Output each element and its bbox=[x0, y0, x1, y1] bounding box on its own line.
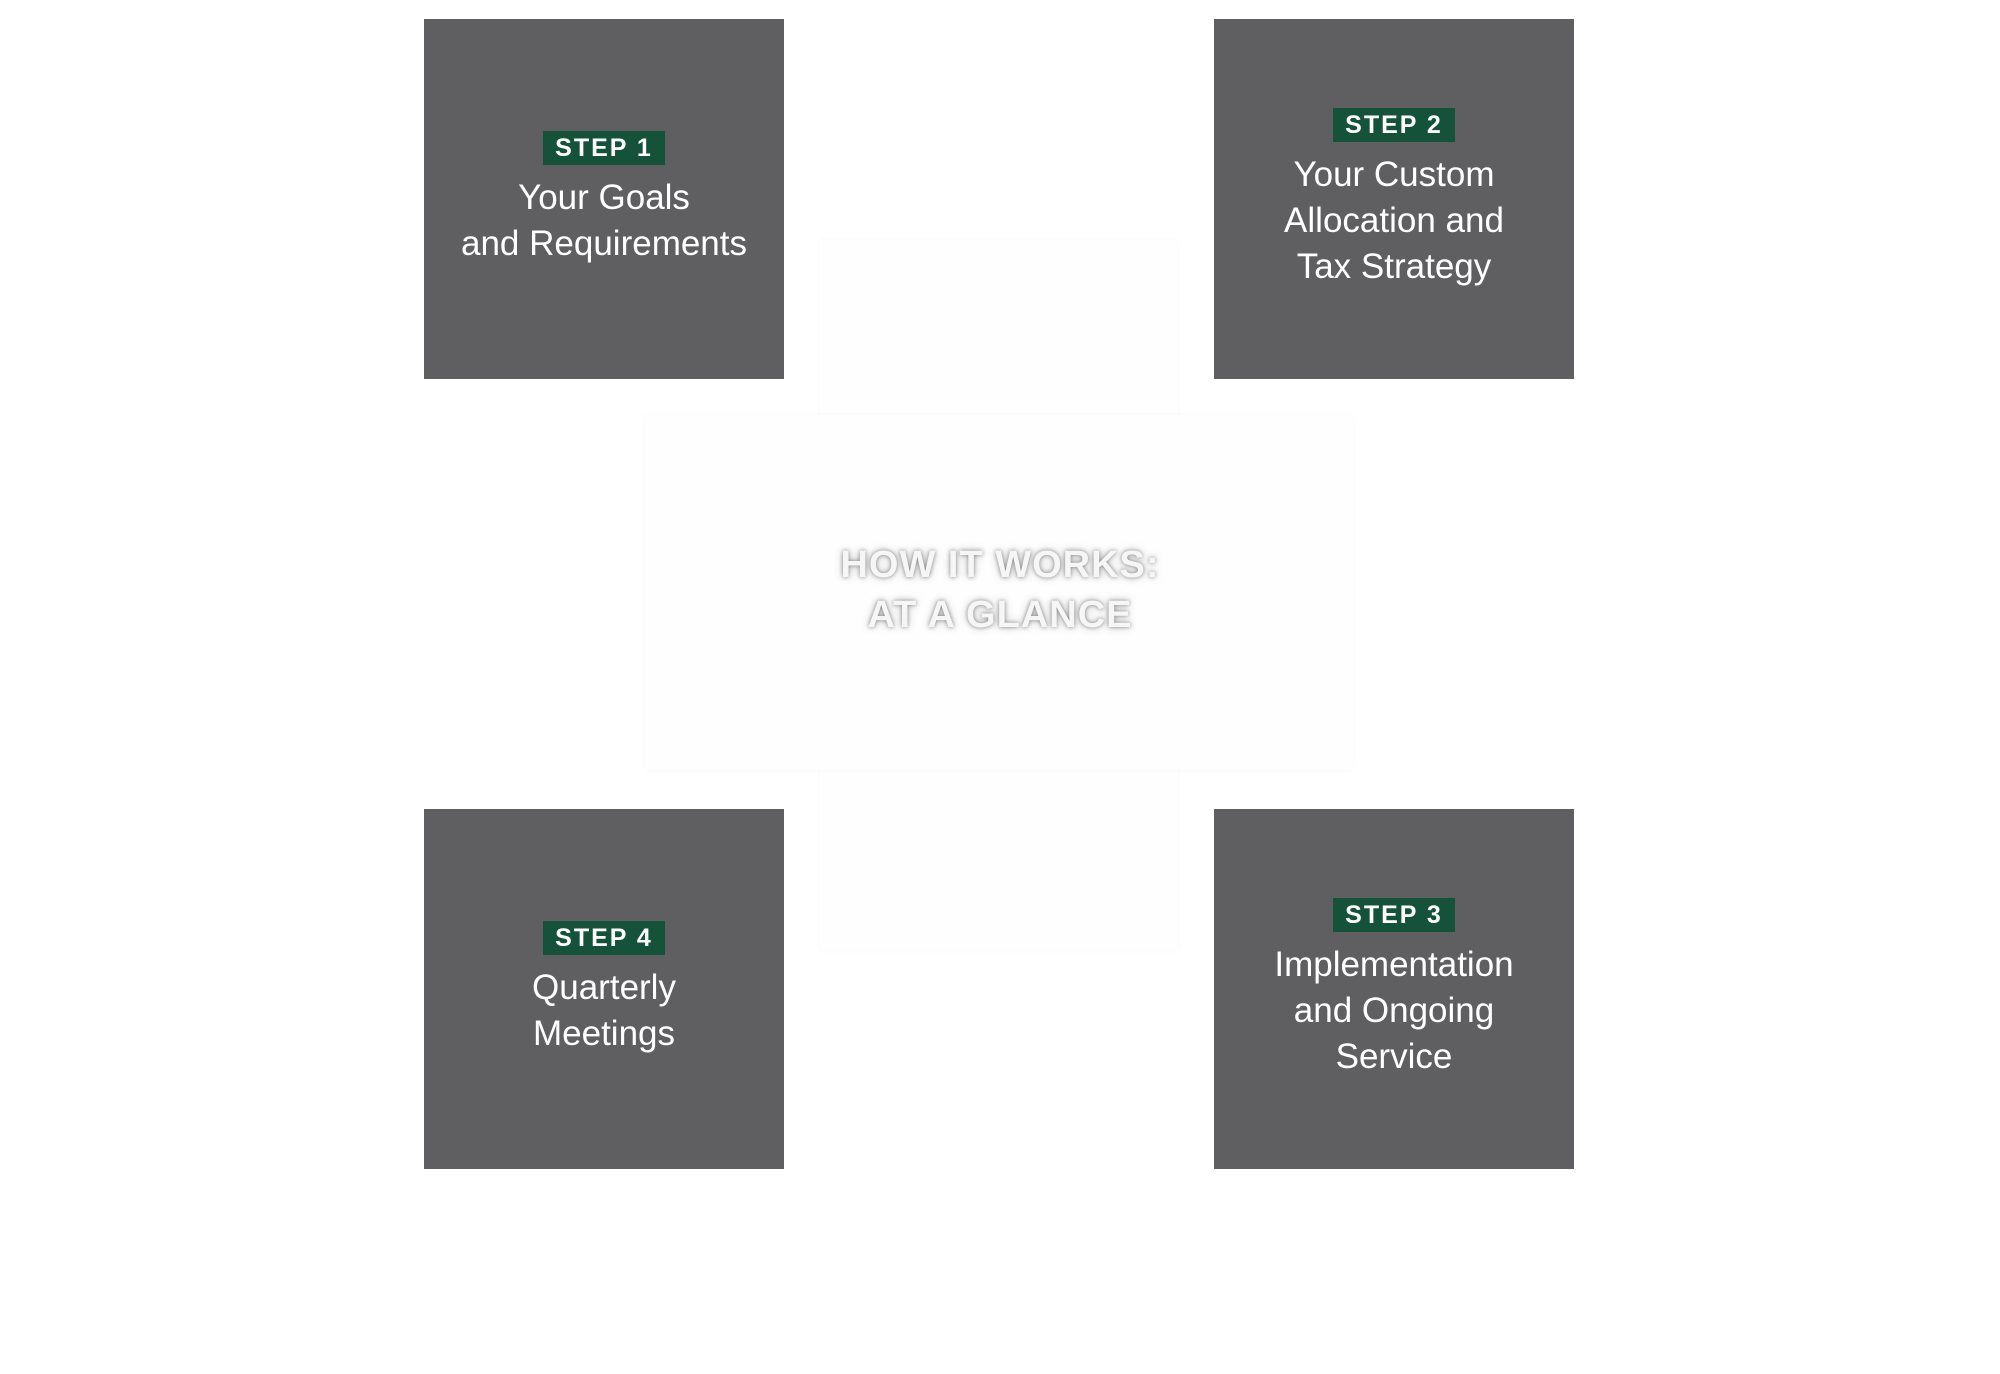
step-title-3: Implementation and Ongoing Service bbox=[1274, 942, 1513, 1080]
step-title-2-line-1: Your Custom bbox=[1293, 155, 1495, 194]
step-title-2: Your Custom Allocation and Tax Strategy bbox=[1284, 152, 1504, 290]
step-title-3-line-2: and Ongoing bbox=[1293, 991, 1495, 1030]
step-title-4-line-1: Quarterly bbox=[532, 968, 676, 1007]
step-badge-4: STEP 4 bbox=[543, 921, 665, 955]
step-title-1-line-2: and Requirements bbox=[461, 224, 747, 263]
step-title-1: Your Goals and Requirements bbox=[461, 175, 747, 267]
step-badge-2: STEP 2 bbox=[1333, 108, 1455, 142]
step-card-1: STEP 1 Your Goals and Requirements bbox=[424, 19, 784, 379]
step-title-4: Quarterly Meetings bbox=[532, 965, 676, 1057]
step-title-4-line-2: Meetings bbox=[532, 1014, 676, 1053]
step-card-2: STEP 2 Your Custom Allocation and Tax St… bbox=[1214, 19, 1574, 379]
step-title-3-line-3: Service bbox=[1335, 1037, 1453, 1076]
center-title-line-2: AT A GLANCE bbox=[867, 594, 1133, 636]
step-title-3-line-1: Implementation bbox=[1274, 945, 1514, 984]
center-title: HOW IT WORKS: AT A GLANCE bbox=[700, 540, 1300, 640]
step-badge-1: STEP 1 bbox=[543, 131, 665, 165]
step-title-1-line-1: Your Goals bbox=[518, 178, 690, 217]
step-card-4: STEP 4 Quarterly Meetings bbox=[424, 809, 784, 1169]
step-title-2-line-3: Tax Strategy bbox=[1296, 247, 1492, 286]
step-badge-3: STEP 3 bbox=[1333, 898, 1455, 932]
step-title-2-line-2: Allocation and bbox=[1284, 201, 1504, 240]
center-title-line-1: HOW IT WORKS: bbox=[840, 544, 1160, 586]
step-card-3: STEP 3 Implementation and Ongoing Servic… bbox=[1214, 809, 1574, 1169]
